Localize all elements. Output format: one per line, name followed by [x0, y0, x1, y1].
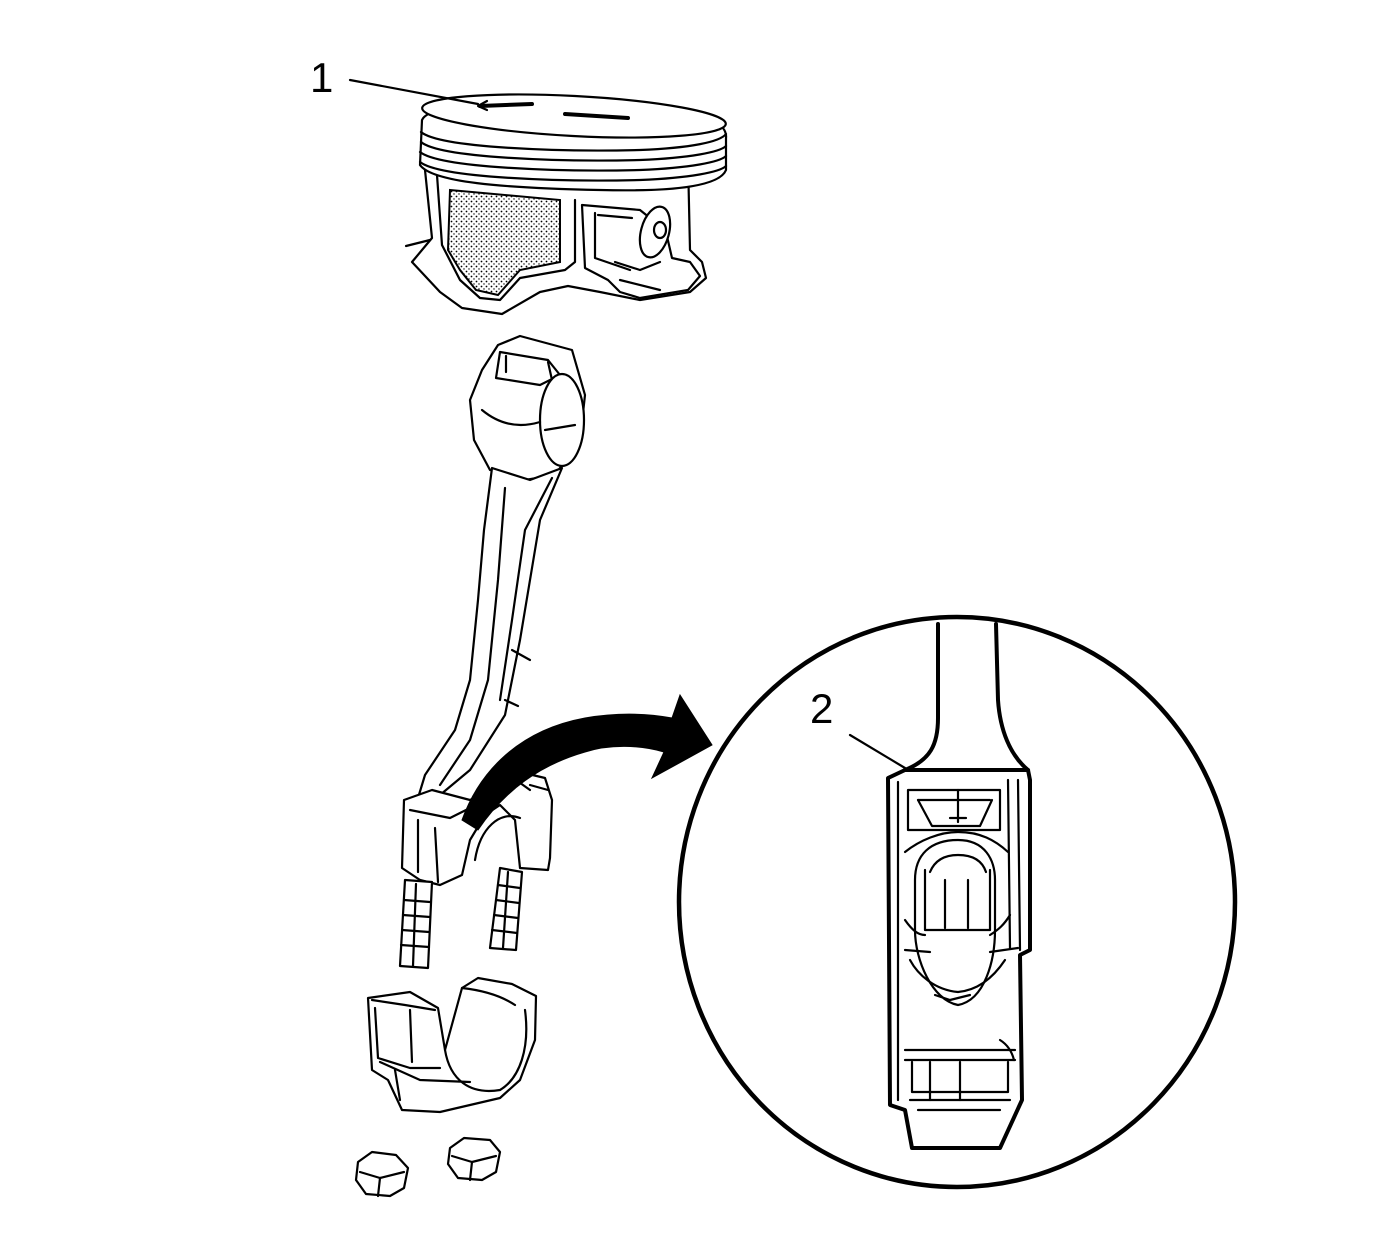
- callout-1-label: 1: [310, 54, 333, 101]
- rod-nut-right: [446, 1136, 502, 1182]
- rod-bolt-right: [488, 866, 524, 952]
- piston: [404, 93, 728, 316]
- detail-arrow: [461, 693, 713, 831]
- callout-2: 2: [810, 685, 907, 770]
- rod-cap: [366, 976, 538, 1114]
- connecting-rod: [398, 334, 587, 970]
- callout-1: 1: [310, 54, 480, 106]
- detail-view: [676, 614, 1238, 1190]
- rod-nut-left: [354, 1150, 410, 1198]
- callout-2-label: 2: [810, 685, 833, 732]
- rod-bolt-left: [398, 878, 434, 970]
